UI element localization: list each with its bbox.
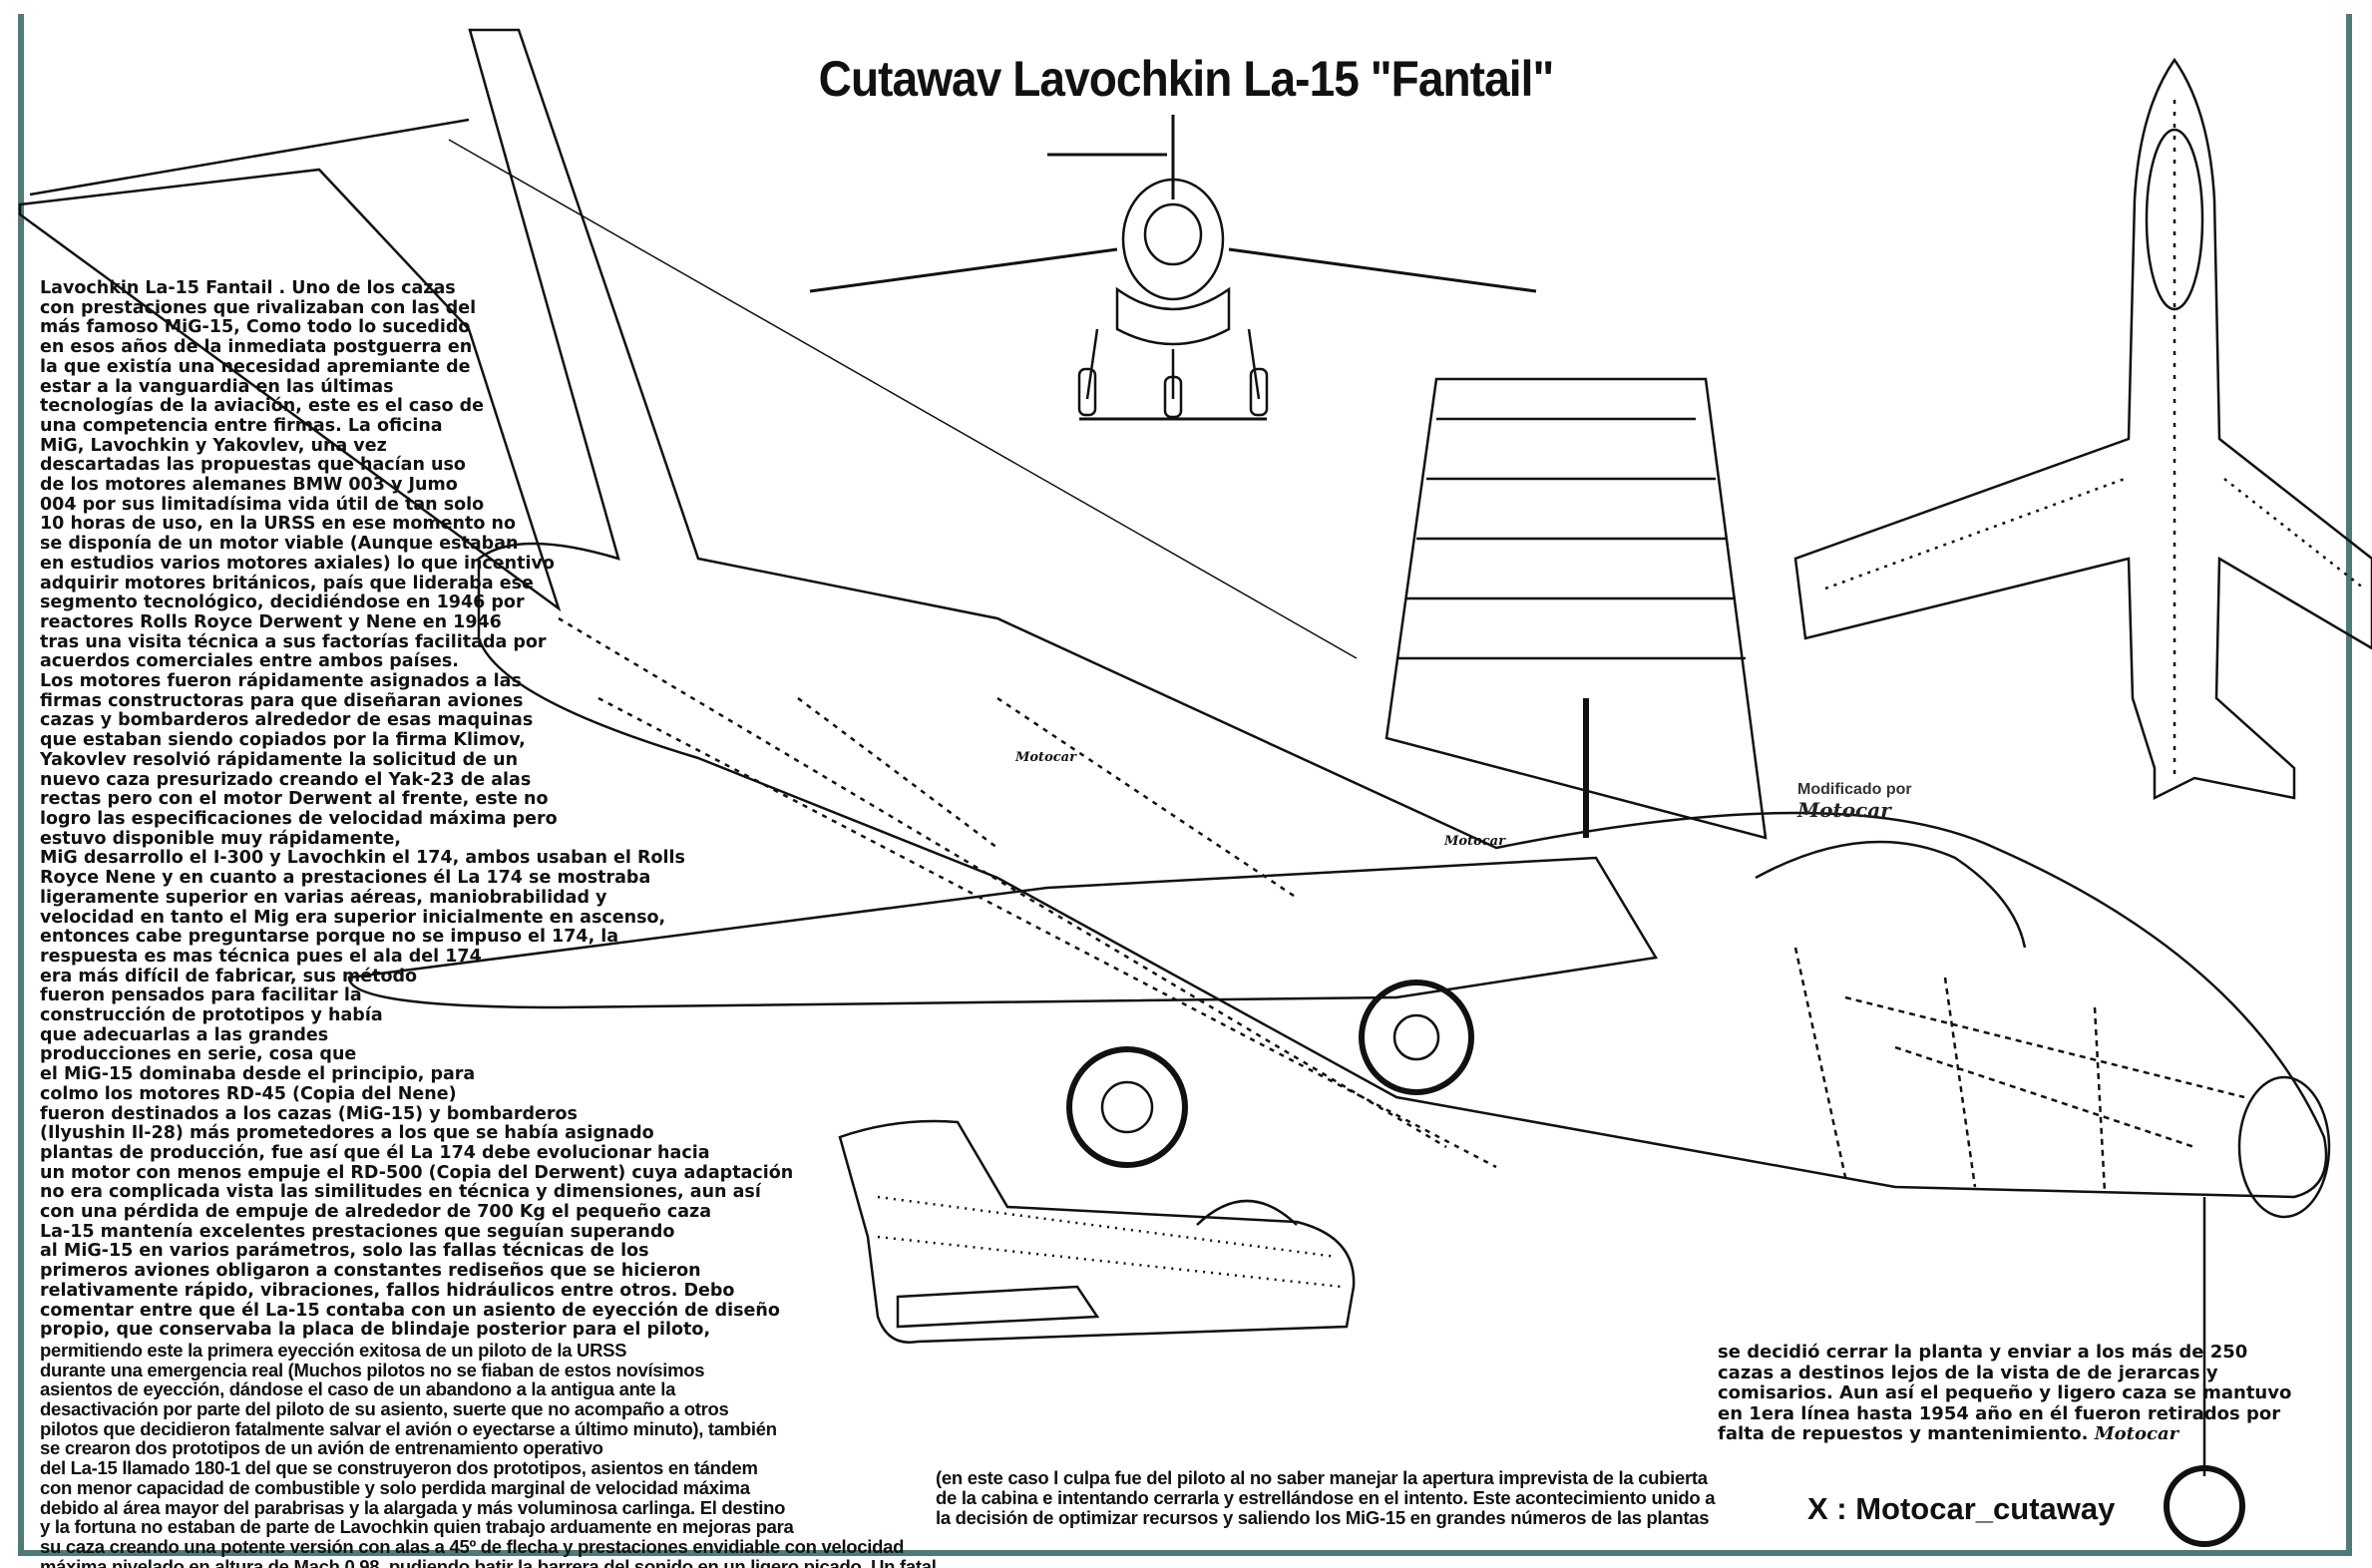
history-text-left: Lavochkin La-15 Fantail . Uno de los caz… [40, 278, 937, 1568]
text-line: del La-15 llamado 180-1 del que se const… [40, 1457, 758, 1479]
text-line: (en este caso l culpa fue del piloto al … [936, 1467, 1708, 1488]
text-line: en estudios varios motores axiales) lo q… [40, 553, 555, 574]
text-line: con prestaciones que rivalizaban con las… [40, 297, 477, 318]
text-line: de la cabina e intentando cerrarla y est… [936, 1487, 1716, 1508]
text-line: comentar entre que él La-15 contaba con … [40, 1300, 780, 1321]
history-text-middle: (en este caso l culpa fue del piloto al … [936, 1468, 1715, 1528]
text-line: velocidad en tanto el Mig era superior i… [40, 907, 666, 928]
text-line: construcción de prototipos y había [40, 1005, 383, 1026]
text-line: 004 por sus limitadísima vida útil de ta… [40, 494, 485, 515]
text-line: MiG desarrollo el I-300 y Lavochkin el 1… [40, 848, 685, 869]
text-line: su caza creando una potente versión con … [40, 1536, 905, 1557]
text-line: entonces cabe preguntarse porque no se i… [40, 927, 619, 948]
modified-by-label: Modificado por Motocar [1797, 780, 1912, 820]
history-text-right: se decidió cerrar la planta y enviar a l… [1718, 1342, 2292, 1445]
text-line: relativamente rápido, vibraciones, fallo… [40, 1280, 735, 1301]
text-line: con menor capacidad de combustible y sol… [40, 1476, 750, 1498]
small-side-view-drawing [838, 1119, 1356, 1344]
modified-by-text: Modificado por [1797, 781, 1912, 798]
text-line: una competencia entre firmas. La oficina [40, 415, 443, 436]
main-cutaway-drawing [18, 28, 2331, 1547]
text-line: tecnologías de la aviación, este es el c… [40, 396, 485, 417]
text-line: se disponía de un motor viable (Aunque e… [40, 534, 519, 555]
text-line: propio, que conservaba la placa de blind… [40, 1320, 711, 1341]
page-title: Cutawav Lavochkin La-15 "Fantail" [818, 51, 1555, 107]
text-line: Los motores fueron rápidamente asignados… [40, 671, 522, 692]
text-line: reactores Rolls Royce Derwent y Nene en … [40, 611, 502, 632]
text-line: un motor con menos empuje el RD-500 (Cop… [40, 1162, 794, 1183]
cutaway-label-engine: Motocar [1015, 750, 1076, 765]
text-line: Yakovlev resolvió rápidamente la solicit… [40, 749, 519, 770]
text-line: logro las especificaciones de velocidad … [40, 808, 558, 829]
text-line: era más difícil de fabricar, sus método [40, 966, 418, 986]
modified-by-signature: Motocar [1797, 798, 1891, 822]
text-line: segmento tecnológico, decidiéndose en 19… [40, 592, 525, 613]
text-line: durante una emergencia real (Muchos pilo… [40, 1359, 705, 1380]
front-view-drawing [809, 115, 1537, 421]
text-line: (Ilyushin Il-28) más prometedores a los … [40, 1123, 654, 1144]
text-line: desactivación por parte del piloto de su… [40, 1398, 729, 1420]
text-line: fueron destinados a los cazas (MiG-15) y… [40, 1103, 578, 1124]
text-line: de los motores alemanes BMW 003 y Jumo [40, 475, 458, 496]
text-line: debido al área mayor del parabrisas y la… [40, 1496, 786, 1518]
text-line: que estaban siendo copiados por la firma… [40, 730, 526, 751]
text-line: la que existía una necesidad apremiante … [40, 356, 471, 377]
text-line: con una pérdida de empuje de alrededor d… [40, 1202, 711, 1223]
poster-frame [18, 14, 2352, 1556]
text-line: no era complicada vista las similitudes … [40, 1182, 761, 1203]
text-line: falta de repuestos y mantenimiento. Moto… [1718, 1423, 2291, 1445]
text-line: plantas de producción, fue así que él La… [40, 1142, 710, 1163]
text-line: en 1era línea hasta 1954 año en él fuero… [1718, 1402, 2281, 1424]
signature: Motocar [2094, 1423, 2179, 1444]
text-line: fueron pensados para facilitar la [40, 985, 362, 1006]
text-line: el MiG-15 dominaba desde el principio, p… [40, 1064, 476, 1085]
text-line: nuevo caza presurizado creando el Yak-23… [40, 769, 532, 790]
text-line: estar a la vanguardia en las últimas [40, 376, 394, 397]
text-line: asientos de eyección, dándose el caso de… [40, 1378, 676, 1400]
top-view-drawing [1793, 57, 2372, 801]
text-line: adquirir motores británicos, país que li… [40, 573, 534, 593]
text-line: producciones en serie, cosa que [40, 1044, 357, 1065]
text-line: Lavochkin La-15 Fantail . Uno de los caz… [40, 278, 456, 298]
text-line: acuerdos comerciales entre ambos países. [40, 651, 459, 672]
text-line: comisarios. Aun así el pequeño y ligero … [1718, 1382, 2292, 1403]
text-line: máxima nivelado en altura de Mach 0.98, … [40, 1555, 937, 1568]
text-line: colmo los motores RD-45 (Copia del Nene) [40, 1083, 457, 1104]
text-line: pilotos que decidieron fatalmente salvar… [40, 1417, 777, 1439]
cutaway-label-fuselage: Motocar [1444, 834, 1505, 849]
text-line: 10 horas de uso, en la URSS en ese momen… [40, 514, 516, 535]
text-line: la decisión de optimizar recursos y sali… [936, 1507, 1710, 1528]
text-line: estuvo disponible muy rápidamente, [40, 828, 402, 849]
text-line: en esos años de la inmediata postguerra … [40, 337, 473, 358]
text-line: MiG, Lavochkin y Yakovlev, una vez [40, 435, 387, 456]
text-line: permitiendo este la primera eyección exi… [40, 1339, 627, 1361]
text-line: se decidió cerrar la planta y enviar a l… [1718, 1342, 2248, 1363]
text-line: ligeramente superior en varias aéreas, m… [40, 887, 607, 908]
text-line: al MiG-15 en varios parámetros, solo las… [40, 1241, 649, 1262]
text-line: La-15 mantenía excelentes prestaciones q… [40, 1221, 675, 1242]
credit-handle: X : Motocar_cutaway [1807, 1491, 2116, 1526]
text-line: Royce Nene y en cuanto a prestaciones él… [40, 868, 651, 889]
text-line: se crearon dos prototipos de un avión de… [40, 1437, 603, 1459]
text-line: tras una visita técnica a sus factorías … [40, 631, 547, 652]
text-line: rectas pero con el motor Derwent al fren… [40, 789, 549, 810]
text-line: firmas constructoras para que diseñaran … [40, 690, 524, 711]
text-line-content: falta de repuestos y mantenimiento. [1718, 1423, 2089, 1444]
text-line: que adecuarlas a las grandes [40, 1024, 329, 1045]
text-line: y la fortuna no estaban de parte de Lavo… [40, 1516, 794, 1538]
text-line: respuesta es mas técnica pues el ala del… [40, 946, 482, 967]
text-line: más famoso MiG-15, Como todo lo sucedido [40, 317, 471, 338]
text-line: primeros aviones obligaron a constantes … [40, 1261, 701, 1282]
text-line: cazas y bombarderos alrededor de esas ma… [40, 710, 534, 731]
text-line: cazas a destinos lejos de la vista de de… [1718, 1362, 2218, 1383]
text-line: descartadas las propuestas que hacían us… [40, 455, 466, 476]
